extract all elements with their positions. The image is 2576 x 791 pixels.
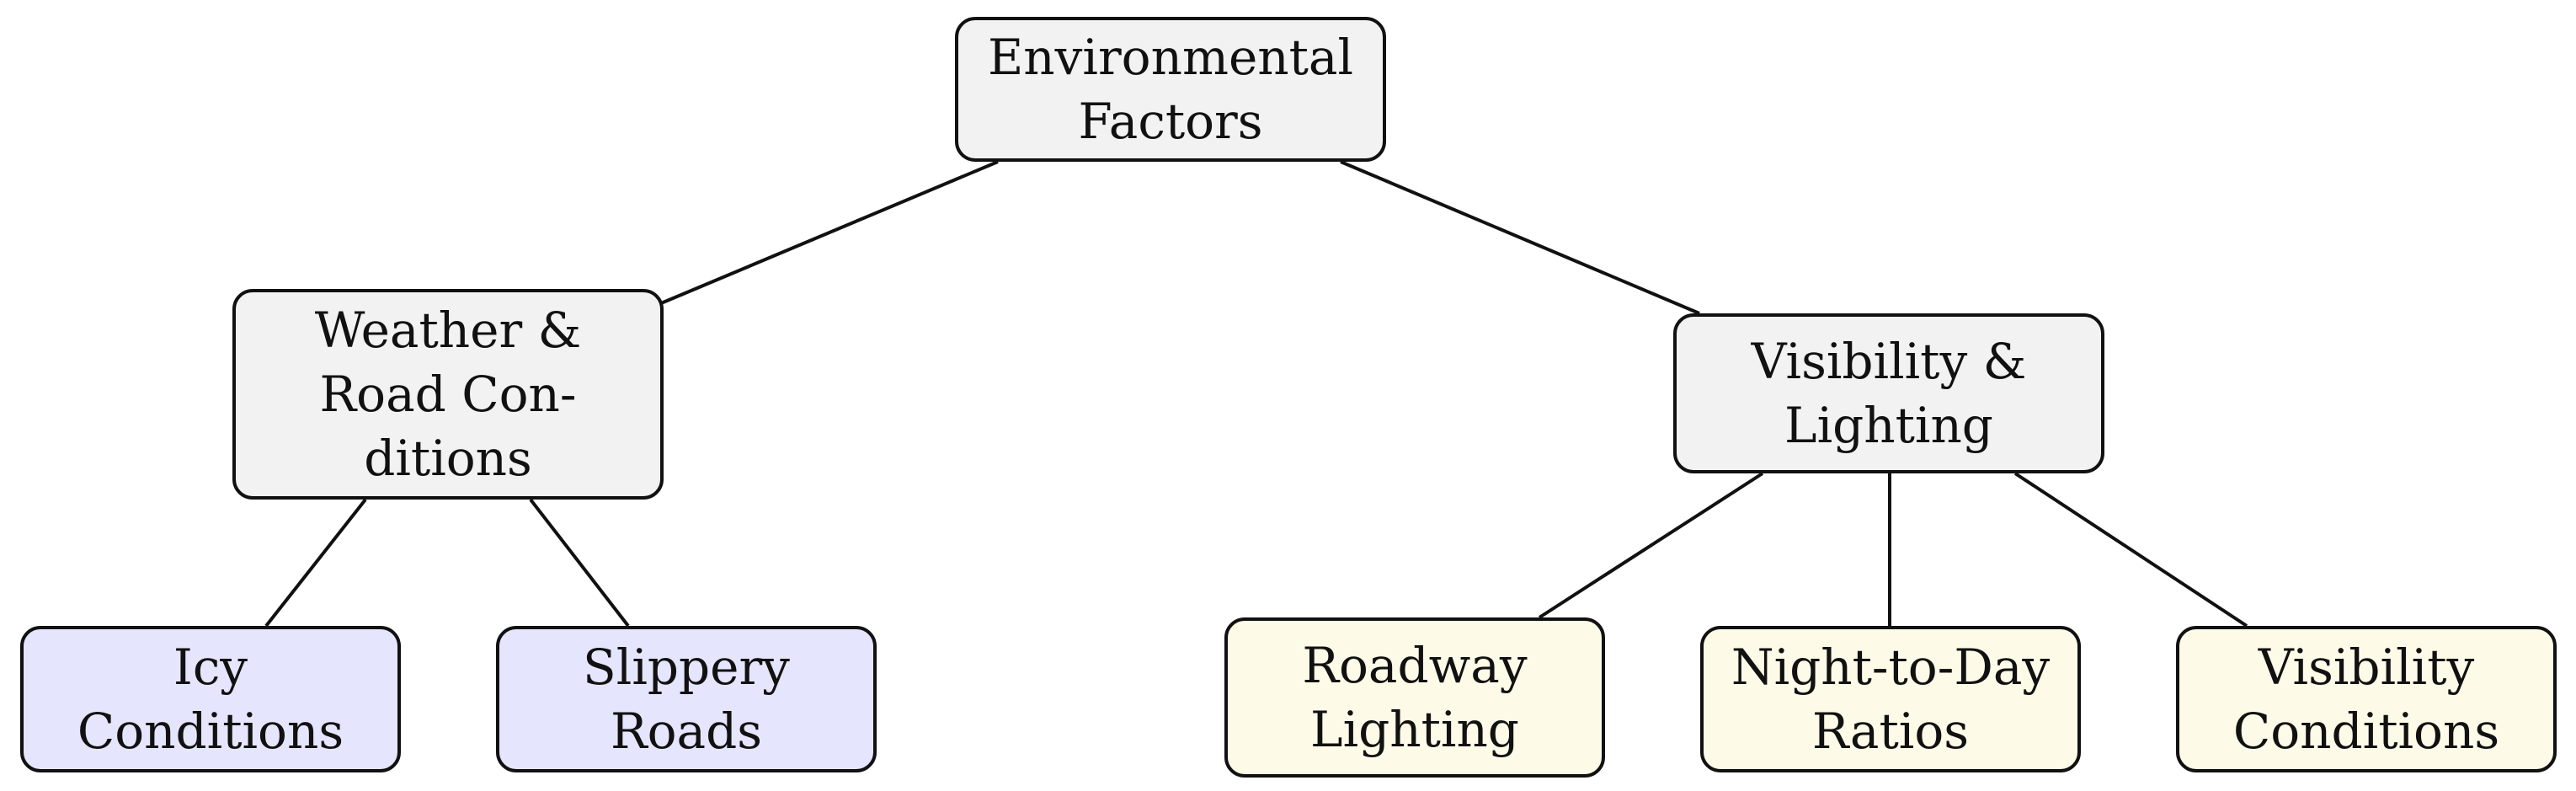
edge-root-to-weather: [660, 160, 999, 305]
edge-weather-to-slippery: [529, 498, 630, 628]
node-label: Slippery Roads: [583, 639, 790, 760]
node-label: Visibility & Lighting: [1751, 333, 2027, 454]
node-visibility-lighting: Visibility & Lighting: [1673, 313, 2104, 473]
edge-root-to-visibility: [1340, 160, 1700, 315]
node-icy-conditions: Icy Conditions: [20, 626, 401, 772]
node-label: Night-to-Day Ratios: [1731, 639, 2051, 760]
node-weather-road-conditions: Weather & Road Con- ditions: [232, 289, 664, 500]
edge-visibility-to-viscond: [2013, 472, 2248, 628]
node-label: Weather & Road Con- ditions: [314, 302, 582, 487]
node-label: Visibility Conditions: [2232, 639, 2500, 760]
node-environmental-factors: Environmental Factors: [955, 17, 1386, 162]
node-slippery-roads: Slippery Roads: [496, 626, 877, 772]
node-label: Environmental Factors: [987, 29, 1354, 150]
node-label: Roadway Lighting: [1302, 637, 1528, 758]
node-visibility-conditions: Visibility Conditions: [2176, 626, 2557, 772]
node-roadway-lighting: Roadway Lighting: [1224, 617, 1605, 778]
node-night-to-day-ratios: Night-to-Day Ratios: [1700, 626, 2081, 772]
node-label: Icy Conditions: [77, 639, 344, 760]
edge-visibility-to-roadway: [1538, 472, 1764, 619]
edge-weather-to-icy: [264, 498, 367, 628]
